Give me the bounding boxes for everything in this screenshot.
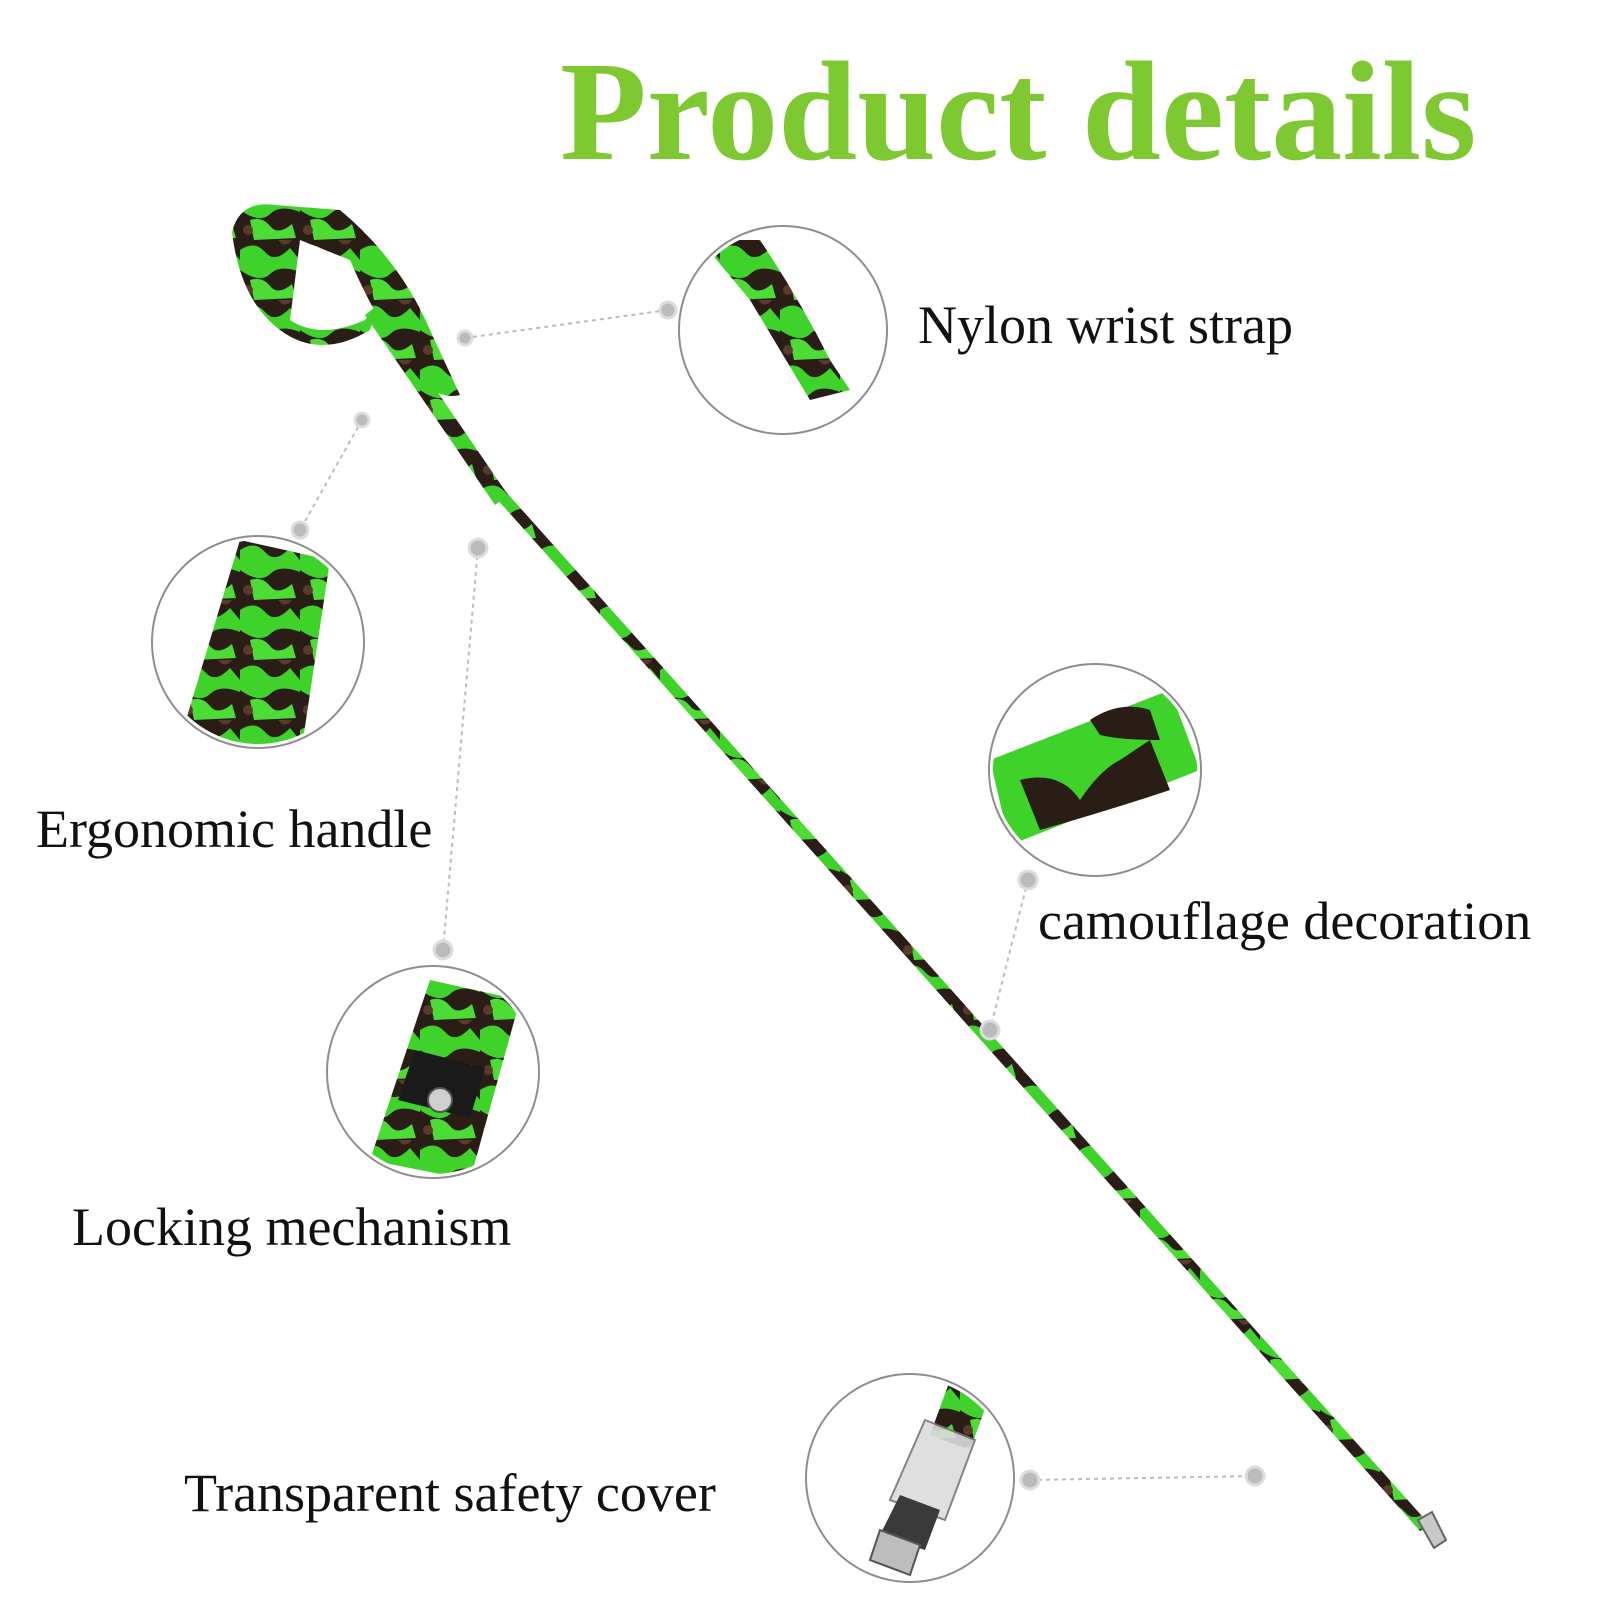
leader-dots [290, 300, 1266, 1491]
label-ergonomic-handle: Ergonomic handle [36, 799, 433, 859]
handle-closeup-icon [151, 535, 365, 749]
lock-closeup-icon [326, 965, 540, 1179]
label-nylon-wrist-strap: Nylon wrist strap [918, 295, 1293, 355]
label-transparent-safety-cover: Transparent safety cover [184, 1463, 716, 1523]
trekking-pole [232, 204, 1448, 1550]
safety-cover-closeup-icon [805, 1373, 1015, 1583]
label-locking-mechanism: Locking mechanism [72, 1197, 512, 1257]
leader-lines [299, 309, 1256, 1481]
page-title: Product details [560, 32, 1477, 190]
wrist-strap-closeup-icon [678, 225, 888, 435]
label-camouflage-decoration: camouflage decoration [1038, 891, 1532, 951]
wrist-strap [232, 204, 460, 396]
camouflage-closeup-icon [988, 663, 1202, 877]
